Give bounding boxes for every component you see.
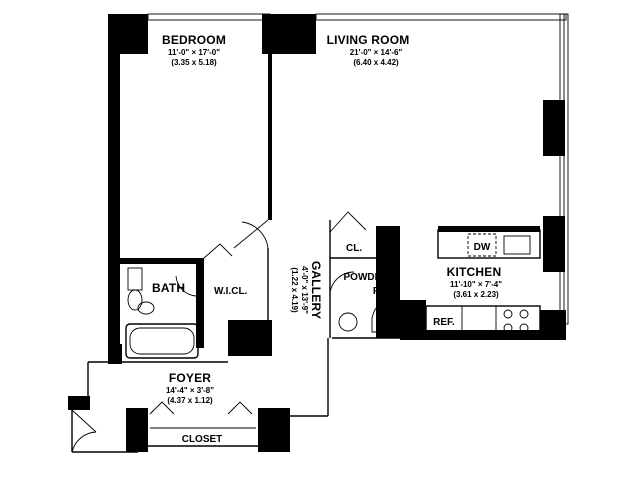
doors xyxy=(71,211,367,453)
bath-north-wall xyxy=(120,258,202,264)
east-pier xyxy=(543,100,565,156)
foyer-dim-imperial: 14'-4" × 3'-8" xyxy=(166,386,214,395)
living-room-label: LIVING ROOM xyxy=(327,33,410,47)
center-pier xyxy=(262,14,316,54)
fixtures xyxy=(125,226,541,359)
bedroom-door xyxy=(233,219,269,249)
powder-east-pier xyxy=(400,300,426,340)
bedroom-window xyxy=(147,13,271,21)
gallery-dim-metric: (1.22 x 4.19) xyxy=(290,267,299,313)
bath-toilet-tank xyxy=(127,267,143,291)
closet-door-right xyxy=(227,401,253,415)
kitchen-label: KITCHEN xyxy=(447,265,502,279)
powder-door xyxy=(329,271,355,299)
entry-door xyxy=(71,409,97,453)
cl-door xyxy=(329,211,367,233)
bedroom-label: BEDROOM xyxy=(162,33,226,47)
labels: BEDROOM 11'-0" × 17'-0" (3.35 x 5.18) LI… xyxy=(152,33,502,445)
closet-east-pier xyxy=(258,408,290,452)
living-room-dim-metric: (6.40 x 4.42) xyxy=(353,58,399,67)
powder-label-line2: RM. xyxy=(373,286,392,297)
walls xyxy=(68,13,569,453)
east-pier-2 xyxy=(543,216,565,272)
bathtub xyxy=(125,323,199,359)
wicl-south-pier xyxy=(228,320,272,356)
powder-sink xyxy=(338,312,358,332)
cl-label: CL. xyxy=(346,243,362,254)
wicl-door xyxy=(203,243,233,259)
foyer-dim-metric: (4.37 x 1.12) xyxy=(167,396,213,405)
wicl-label: W.I.CL. xyxy=(214,286,248,297)
gallery-dim-imperial: 4'-0" x 13'-9" xyxy=(300,266,309,314)
kitchen-sink xyxy=(503,235,531,255)
kitchen-south-wall xyxy=(400,330,566,340)
closet-label: CLOSET xyxy=(182,434,223,445)
powder-toilet xyxy=(371,306,385,333)
cooktop xyxy=(503,309,529,333)
bedroom-east-wall xyxy=(268,54,272,220)
bedroom-west-wall xyxy=(108,14,120,344)
refrigerator-label: REF. xyxy=(433,317,455,328)
closet-west-pier xyxy=(126,408,148,452)
bath-door xyxy=(175,275,197,297)
closet-door-left xyxy=(149,401,175,415)
foyer-label: FOYER xyxy=(169,371,211,385)
bedroom-dim-metric: (3.35 x 5.18) xyxy=(171,58,217,67)
kitchen-dim-metric: (3.61 x 2.23) xyxy=(453,290,499,299)
bath-sink xyxy=(137,301,155,315)
powder-label-line1: POWDER xyxy=(344,272,390,283)
kitchen-counter-lower xyxy=(425,305,541,337)
gallery-label-group: GALLERY 4'-0" x 13'-9" (1.22 x 4.19) xyxy=(290,261,323,319)
dishwasher-label: DW xyxy=(474,242,491,253)
gallery-label: GALLERY xyxy=(309,261,323,319)
bath-toilet xyxy=(127,289,143,311)
bath-sw-pier xyxy=(108,344,122,364)
living-window-top xyxy=(315,13,567,21)
bedroom-dim-imperial: 11'-0" × 17'-0" xyxy=(168,48,220,57)
living-room-dim-imperial: 21'-0" × 14'-6" xyxy=(350,48,403,57)
kitchen-dim-imperial: 11'-10" × 7'-4" xyxy=(450,280,502,289)
foyer-west-pier xyxy=(68,396,90,410)
bath-east-wall xyxy=(196,258,204,348)
bath-label: BATH xyxy=(152,281,185,295)
bedroom-nw-pier xyxy=(108,14,148,54)
cl-pier xyxy=(376,226,400,258)
